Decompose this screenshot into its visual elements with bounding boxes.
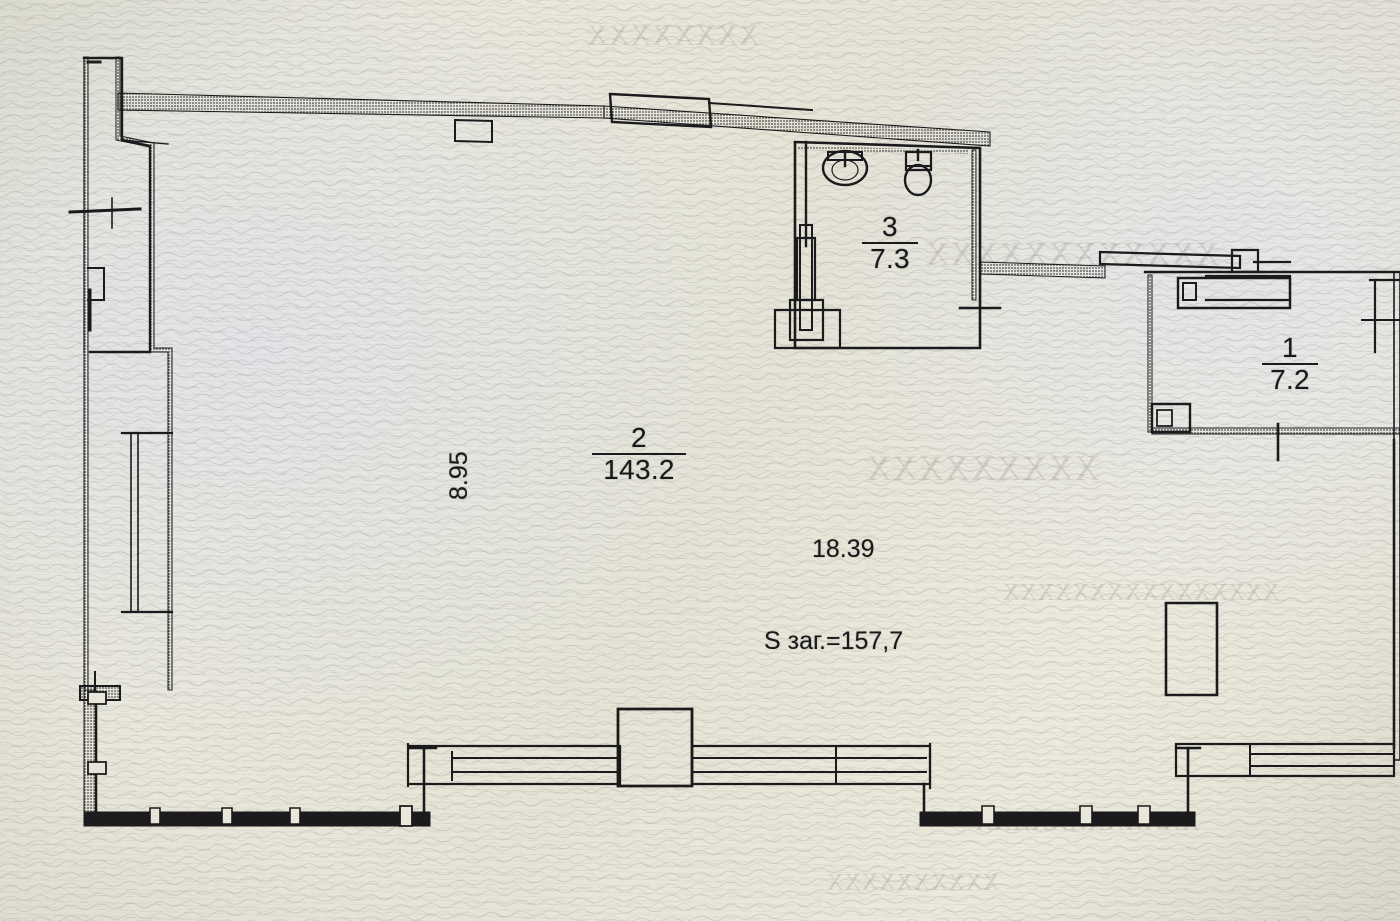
corridor-to-room-1 [979,248,1292,279]
wall-top [117,92,991,147]
wall-right-outer [1392,271,1400,761]
wall-left-outer [83,56,173,691]
room-area-1: 7.2 [1270,364,1310,396]
room-tag-rule [1262,363,1318,366]
fixture-toilet [903,148,933,197]
room-area-3: 7.3 [870,243,910,275]
dimension-width-label: 18.39 [812,535,875,563]
wall-bottom [79,685,1396,827]
fixture-sink [821,149,869,187]
total-area-label: S заг.=157,7 [764,627,904,655]
room-tag-rule [592,453,686,456]
room-3-bathroom-walls [773,140,1002,350]
room-tag-2: 2 143.2 [592,423,686,484]
room-number-3: 3 [881,211,899,242]
dimension-height-label: 8.95 [445,451,473,500]
dimension-tick-left [68,197,142,229]
left-wall-openings [87,267,105,701]
room-area-2: 143.2 [603,454,675,486]
room-tag-3: 3 7.3 [862,212,918,273]
room-tag-1: 1 7.2 [1262,333,1318,394]
room-1-walls [1143,270,1400,462]
room-tag-rule [862,242,918,245]
room-number-2: 2 [630,422,648,453]
window-left-wall [120,431,174,614]
room-number-1: 1 [1281,332,1299,363]
column-right [1164,601,1219,697]
left-niche-box [82,56,169,354]
